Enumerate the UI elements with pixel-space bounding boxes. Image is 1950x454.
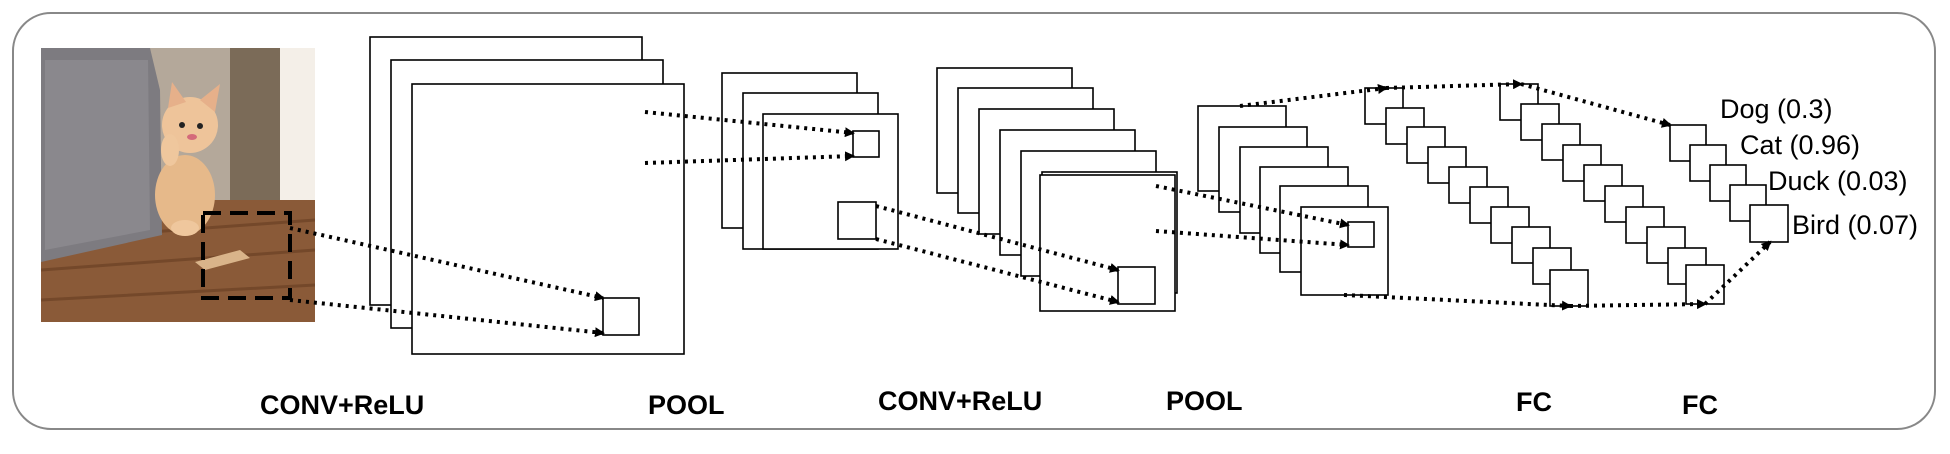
pool2-feature-maps [1197,105,1389,296]
stage-label-pool1: POOL [648,390,725,420]
output-label-bird: Bird (0.07) [1792,210,1919,240]
output-label-duck: Duck (0.03) [1768,166,1908,196]
conv1-feature-maps [369,36,685,355]
pool1-small-square-bottom [837,201,877,240]
output-neurons [1669,124,1789,243]
fc1-neurons [1364,87,1589,307]
conv1-small-square [602,297,640,336]
pool1-small-square-top [852,130,880,158]
stage-label-pool2: POOL [1166,386,1243,416]
pool2-small-square [1347,221,1375,248]
stage-label-conv1: CONV+ReLU [260,390,425,420]
conv2-feature-maps [936,67,1178,312]
output-label-dog: Dog (0.3) [1720,94,1833,124]
connection-arrows [289,79,1772,338]
outer-frame [12,12,1936,430]
input-image [41,48,315,322]
fc2-neurons [1499,83,1725,305]
stage-label-fc2: FC [1682,390,1718,420]
output-label-cat: Cat (0.96) [1740,130,1861,160]
conv2-small-square [1117,266,1156,305]
stage-label-fc1: FC [1516,387,1552,417]
receptive-field-box-input [201,211,292,300]
pool1-feature-maps [721,72,899,250]
stage-label-conv2: CONV+ReLU [878,386,1043,416]
